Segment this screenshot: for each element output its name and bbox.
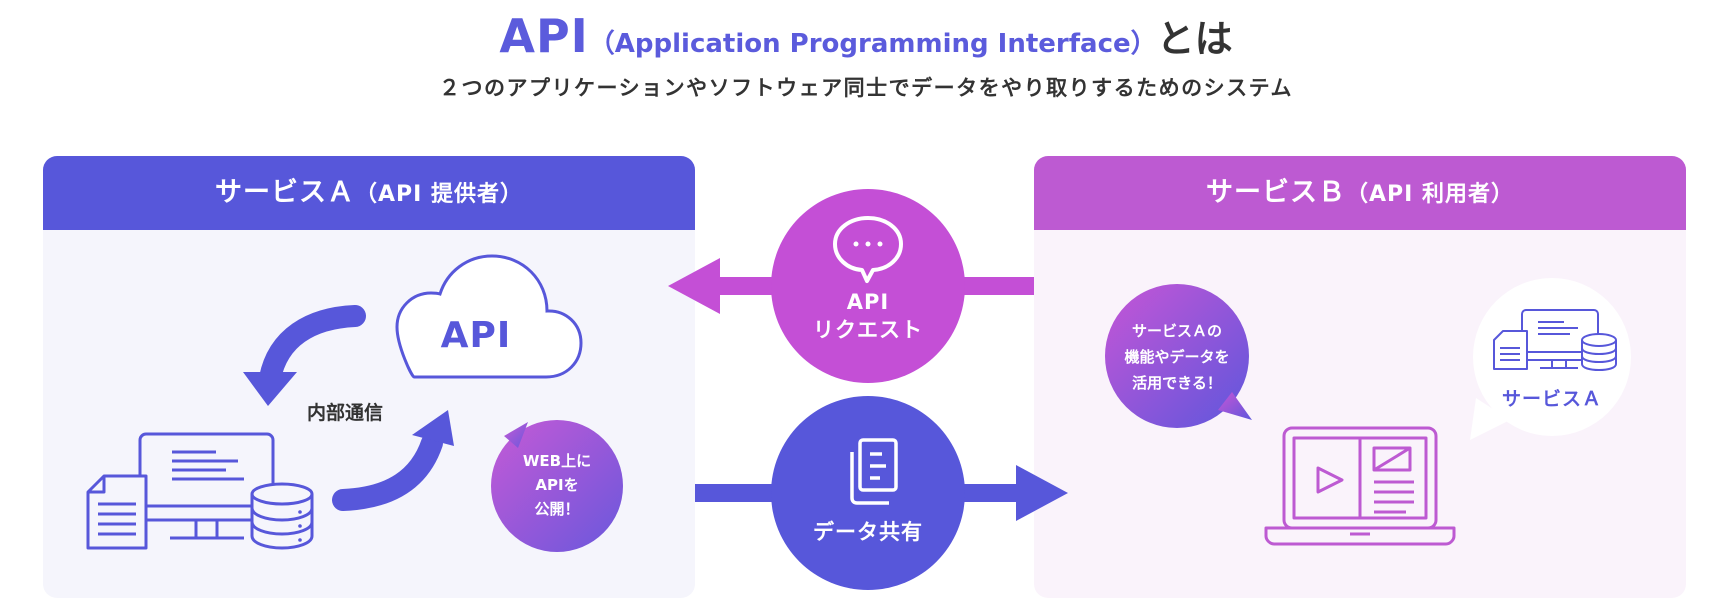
bubble-a-text: WEB上に APIを 公開！ [497, 449, 617, 521]
bubble-a-line-3: 公開！ [534, 500, 580, 518]
bubble-a-line-1: WEB上に [522, 452, 592, 470]
page-subtitle: ２つのアプリケーションやソフトウェア同士でデータをやり取りするためのシステム [439, 76, 1293, 100]
page-title: API（Application Programming Interface）とは [0, 6, 1732, 77]
title-paren: （Application Programming Interface） [588, 29, 1157, 59]
request-label: API リクエスト [798, 288, 938, 344]
bubble-b [1105, 284, 1252, 428]
bubble-b-line-3: 活用できる！ [1132, 374, 1222, 392]
server-computer-icon [86, 432, 275, 550]
title-suffix: とは [1156, 17, 1233, 61]
curved-arrow-icon [332, 410, 454, 511]
curved-arrow-icon [243, 305, 366, 406]
service-b-title: サービスＢ [1206, 177, 1346, 208]
chat-bubble-icon [833, 216, 903, 283]
request-label-line-1: API [846, 290, 890, 314]
request-circle [771, 189, 965, 383]
bubble-b-text: サービスＡの 機能やデータを 活用できる！ [1107, 318, 1247, 396]
bubble-b-line-1: サービスＡの [1131, 322, 1222, 340]
service-a-title: サービスＡ [215, 177, 355, 208]
service-a-header: サービスＡ（API 提供者） [43, 156, 695, 230]
document-copy-icon [850, 438, 898, 505]
request-label-line-2: リクエスト [813, 318, 923, 342]
service-b-role: （API 利用者） [1346, 182, 1514, 207]
database-icon [250, 482, 314, 550]
cloud-icon [395, 254, 583, 379]
cloud-api-label: API [440, 315, 512, 356]
service-b-header: サービスＢ（API 利用者） [1034, 156, 1686, 230]
bubble-a [491, 420, 623, 552]
internal-communication-label: 内部通信 [306, 402, 383, 424]
share-label: データ共有 [813, 520, 923, 544]
service-a-role: （API 提供者） [355, 182, 523, 207]
share-circle [771, 396, 965, 590]
server-computer-icon [1493, 309, 1617, 371]
title-api: API [499, 9, 589, 63]
service-a-mini-label: サービスＡ [1501, 388, 1602, 410]
laptop-icon [1264, 426, 1456, 546]
bubble-b-line-2: 機能やデータを [1124, 348, 1230, 366]
bubble-a-line-2: APIを [535, 476, 579, 494]
